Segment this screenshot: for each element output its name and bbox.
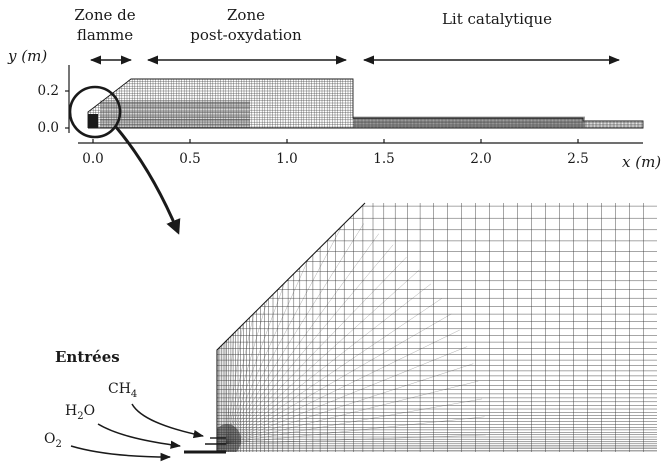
x-axis-label: x (m) (622, 153, 661, 171)
species-ch4: CH4 (108, 381, 137, 400)
zoom-domain-outline (216, 202, 366, 452)
zone-post-line2: post-oxydation (190, 26, 302, 44)
zone-flame-line2: flamme (77, 26, 133, 44)
zone-flame: Zone de flamme (74, 6, 136, 65)
y-axis-label: y (m) (7, 47, 47, 65)
y-tick-label: 0.2 (38, 83, 59, 99)
zoom-arrow (114, 126, 181, 235)
h2o-flow-arrow (97, 423, 182, 449)
zone-post-oxydation: Zone post-oxydation (146, 6, 348, 65)
inlets-title: Entrées (55, 348, 120, 366)
overview-domain-outline (87, 78, 644, 129)
x-tick-label: 2.5 (567, 151, 588, 167)
x-tick-label: 1.0 (276, 151, 297, 167)
zoomed-mesh (184, 202, 657, 454)
overview-dense-band (100, 100, 585, 129)
x-tick-label: 1.5 (373, 151, 394, 167)
species-o2: O2 (44, 431, 62, 450)
overview-mesh (87, 78, 644, 129)
zoom-mesh-lines (217, 203, 657, 452)
y-tick-label: 0.0 (38, 120, 59, 136)
x-axis: 0.0 0.5 1.0 1.5 2.0 2.5 x (m) (78, 139, 661, 171)
inlets: Entrées CH4 H2O O2 (44, 348, 205, 462)
o2-flow-arrow (70, 445, 172, 462)
overview-inlet-block (88, 114, 98, 128)
zone-bed-label: Lit catalytique (442, 10, 552, 28)
y-axis: y (m) 0.2 0.0 (7, 47, 70, 136)
ch4-flow-arrow (131, 403, 205, 439)
zoom-circle (68, 85, 122, 139)
zoom-dense-region (217, 424, 241, 452)
x-tick-label: 2.0 (470, 151, 491, 167)
species-h2o: H2O (65, 403, 95, 422)
x-tick-label: 0.0 (82, 151, 103, 167)
x-tick-label: 0.5 (179, 151, 200, 167)
zone-catalytic-bed: Lit catalytique (362, 10, 621, 65)
zone-flame-line1: Zone de (74, 6, 135, 24)
zone-post-line1: Zone (227, 6, 265, 24)
